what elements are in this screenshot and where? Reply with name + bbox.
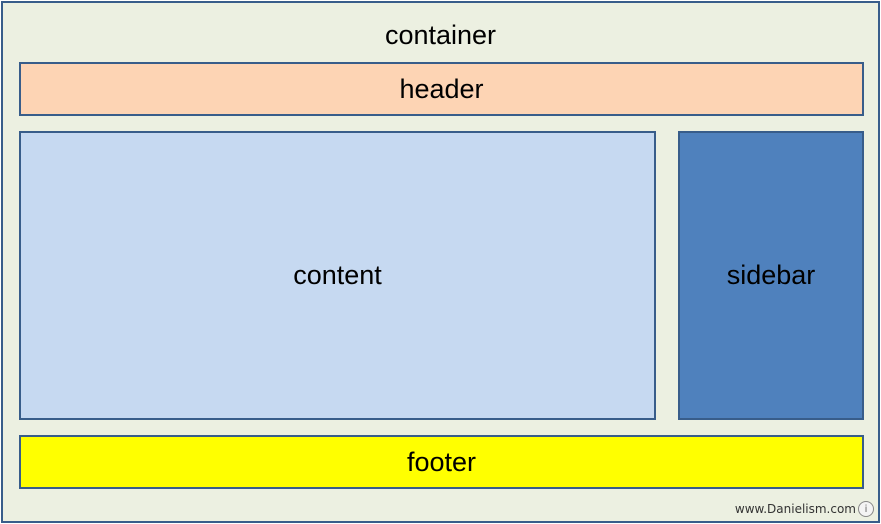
watermark: www.Danielism.com i bbox=[735, 501, 874, 517]
info-icon: i bbox=[858, 501, 874, 517]
header-box: header bbox=[19, 62, 864, 116]
footer-label: footer bbox=[406, 446, 477, 477]
watermark-text: www.Danielism.com bbox=[734, 502, 856, 516]
sidebar-box: sidebar bbox=[678, 131, 864, 420]
content-box: content bbox=[19, 131, 656, 420]
container-label: container bbox=[384, 20, 497, 50]
content-label: content bbox=[293, 260, 382, 290]
footer-box: footer bbox=[19, 435, 864, 489]
header-label: header bbox=[399, 73, 484, 104]
sidebar-label: sidebar bbox=[726, 260, 816, 290]
